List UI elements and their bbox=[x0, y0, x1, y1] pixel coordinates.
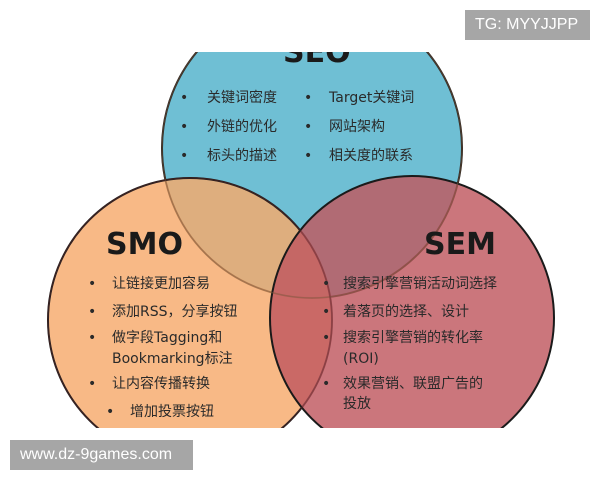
seo-item: 标头的描述 bbox=[207, 148, 277, 164]
smo-title: SMO bbox=[106, 227, 183, 262]
svg-text:•: • bbox=[106, 404, 114, 420]
sem-circle bbox=[269, 175, 555, 428]
sem-item: 投放 bbox=[343, 396, 371, 412]
sem-item: 效果营销、联盟广告的 bbox=[343, 376, 483, 392]
smo-item: 添加RSS，分享按钮 bbox=[112, 303, 238, 320]
sem-item: (ROI) bbox=[343, 351, 379, 367]
seo-item: 外链的优化 bbox=[207, 119, 277, 135]
seo-item: 网站架构 bbox=[329, 119, 385, 135]
seo-item: 关键词密度 bbox=[207, 89, 277, 106]
watermark-bottom-left: www.dz-9games.com bbox=[10, 440, 193, 470]
svg-text:•: • bbox=[322, 304, 330, 320]
svg-text:•: • bbox=[180, 119, 188, 135]
seo-title: SEO bbox=[283, 35, 351, 70]
smo-item: 做字段Tagging和 bbox=[112, 330, 222, 346]
svg-text:•: • bbox=[180, 148, 188, 164]
smo-item: 让链接更加容易 bbox=[112, 275, 210, 292]
sem-items: • 搜索引擎营销活动词选择 • 着落页的选择、设计 • 搜索引擎营销的转化率 (ROI… bbox=[322, 275, 497, 412]
smo-items: • 让链接更加容易 • 添加RSS，分享按钮 • 做字段Tagging和 Bookma… bbox=[88, 275, 238, 420]
watermark-top-right: TG: MYYJJPP bbox=[465, 10, 590, 40]
svg-text:•: • bbox=[322, 376, 330, 392]
svg-text:•: • bbox=[304, 148, 312, 164]
seo-item: Target关键词 bbox=[328, 90, 414, 106]
sem-item: 搜索引擎营销活动词选择 bbox=[343, 275, 497, 292]
svg-text:•: • bbox=[180, 90, 188, 106]
smo-item: 让内容传播转换 bbox=[112, 375, 210, 392]
svg-text:•: • bbox=[322, 276, 330, 292]
svg-text:•: • bbox=[88, 304, 96, 320]
svg-text:•: • bbox=[322, 330, 330, 346]
svg-text:•: • bbox=[88, 330, 96, 346]
smo-item: 增加投票按钮 bbox=[130, 404, 214, 420]
smo-item: Bookmarking标注 bbox=[112, 351, 233, 367]
sem-title: SEM bbox=[424, 227, 496, 262]
svg-text:•: • bbox=[304, 90, 312, 106]
svg-text:•: • bbox=[88, 276, 96, 292]
svg-text:•: • bbox=[304, 119, 312, 135]
svg-text:•: • bbox=[88, 376, 96, 392]
sem-item: 着落页的选择、设计 bbox=[343, 304, 469, 320]
seo-item: 相关度的联系 bbox=[329, 148, 413, 164]
seo-items: • 关键词密度 • 外链的优化 • 标头的描述 • Target关键词 • 网站架构 • 相… bbox=[180, 89, 414, 164]
sem-item: 搜索引擎营销的转化率 bbox=[343, 329, 483, 346]
